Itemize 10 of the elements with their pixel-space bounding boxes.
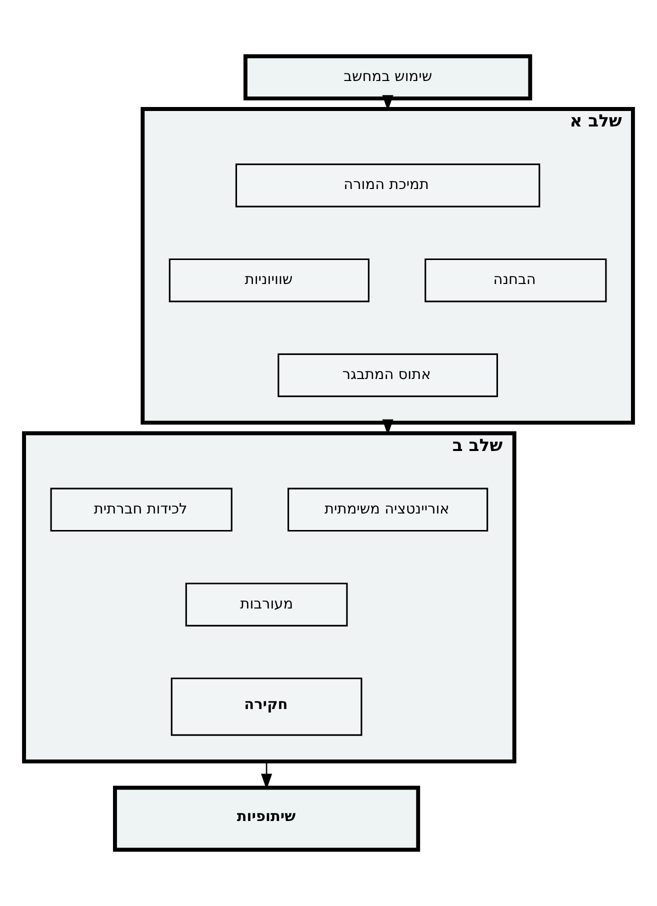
- node-box: שיתופיות: [113, 786, 420, 852]
- node-box: שוויוניות: [168, 258, 370, 302]
- node-box: הבחנה: [424, 258, 607, 302]
- node-box: אוריינטציה משימתית: [288, 488, 488, 532]
- node-box: חקירה: [170, 678, 362, 736]
- arrow: [382, 419, 394, 436]
- node-box: לכידות חברתית: [50, 488, 232, 532]
- node-box: מעורבות: [185, 582, 348, 626]
- node-box: אתוס המתבגר: [278, 353, 498, 398]
- node-box: תמיכת המורה: [235, 164, 540, 208]
